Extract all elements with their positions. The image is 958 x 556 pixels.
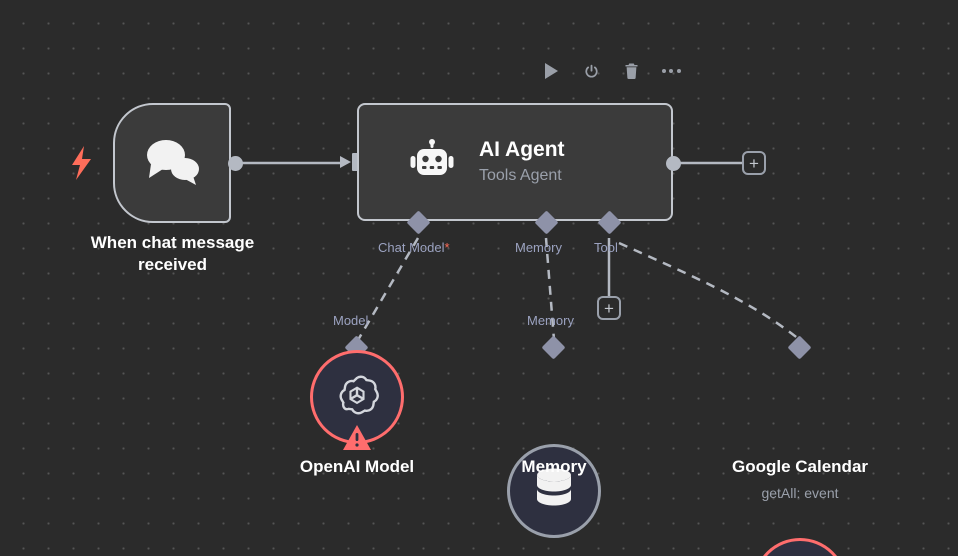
label-model-output: Model — [333, 313, 369, 328]
trigger-output-port[interactable] — [228, 156, 243, 171]
node-openai-model[interactable] — [310, 350, 404, 450]
google-calendar-sublabel: getAll: event — [761, 485, 839, 501]
port-label-tool: Tool — [594, 240, 618, 255]
trash-icon[interactable] — [620, 58, 642, 84]
add-tool-button[interactable]: + — [597, 296, 621, 320]
calendar-output-port[interactable] — [787, 335, 812, 360]
agent-title: AI Agent — [479, 138, 565, 161]
robot-icon — [409, 139, 455, 185]
google-calendar-label: Google Calendar — [731, 457, 869, 476]
agent-subtitle: Tools Agent — [479, 167, 562, 184]
label-memory-output: Memory — [527, 313, 574, 328]
trigger-label-line1: When chat message — [90, 233, 255, 252]
port-label-chat-model-text: Chat Model — [378, 240, 445, 255]
add-node-button[interactable]: + — [742, 151, 766, 175]
chat-bubbles-icon — [141, 136, 203, 191]
trigger-node-label: When chat message received — [60, 232, 285, 276]
port-label-chat-model: Chat Model* — [378, 240, 450, 255]
memory-label: Memory — [521, 457, 587, 476]
power-icon[interactable] — [580, 58, 602, 84]
ellipsis-icon[interactable] — [660, 58, 682, 84]
connection-toolport-to-calendar — [618, 241, 801, 341]
required-marker: * — [444, 240, 450, 255]
execute-button[interactable] — [540, 58, 562, 84]
openai-model-label: OpenAI Model — [299, 457, 415, 476]
node-when-chat-message-received[interactable] — [113, 103, 231, 223]
node-google-calendar[interactable]: 31 — [753, 538, 847, 556]
trigger-label-line2: received — [138, 255, 207, 274]
openai-logo-icon — [334, 372, 380, 423]
warning-triangle-icon — [342, 424, 372, 451]
database-icon — [532, 466, 576, 517]
node-memory[interactable] — [507, 444, 601, 538]
port-label-memory: Memory — [515, 240, 562, 255]
agent-text-block: AI Agent Tools Agent — [479, 137, 565, 187]
node-ai-agent[interactable]: AI Agent Tools Agent — [357, 103, 673, 221]
agent-output-port[interactable] — [666, 156, 681, 171]
memory-output-port[interactable] — [541, 335, 566, 360]
lightning-bolt-icon — [70, 146, 94, 180]
node-toolbar[interactable] — [540, 58, 682, 84]
